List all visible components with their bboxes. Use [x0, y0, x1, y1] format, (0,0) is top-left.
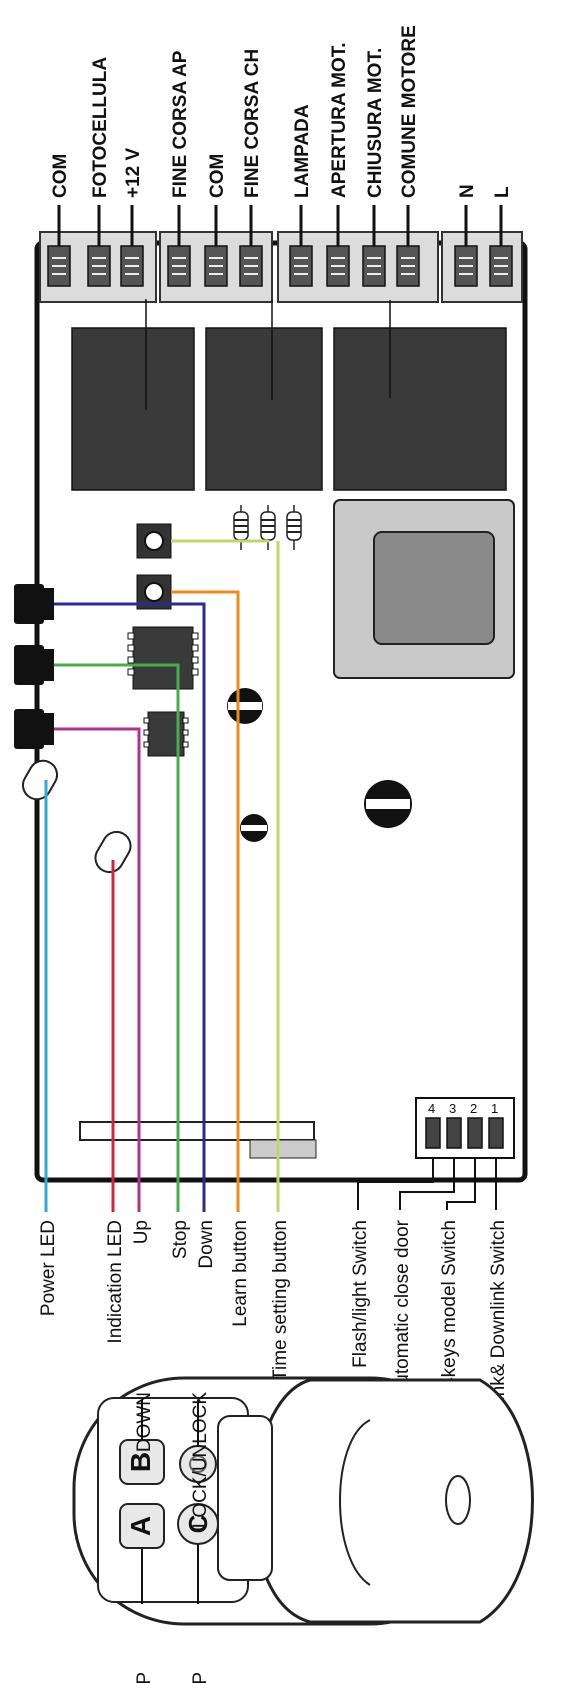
dip-number-3: 3 [449, 1101, 456, 1116]
label-stop: Stop [170, 1220, 191, 1259]
remote-button-b-label: B [125, 1452, 156, 1472]
leader-stop [54, 663, 180, 1212]
terminal-lead-wires [57, 205, 503, 246]
terminal-label-comune-motore: COMUNE MOTORE [399, 25, 420, 198]
dip-number-1: 1 [491, 1101, 498, 1116]
remote-cap [252, 1378, 534, 1624]
remote-leader-lines [141, 1400, 199, 1588]
board-leds [14, 584, 54, 749]
remote-button-lock-ring [189, 1455, 207, 1473]
terminal-label-chiusura-mot: CHIUSURA MOT. [365, 48, 386, 198]
terminal-label-com-2: COM [207, 154, 228, 198]
ic-chip-large [132, 626, 194, 690]
remote-label-stop: STOP [190, 1672, 211, 1683]
terminal-label-fine-corsa-ch: FINE CORSA CH [242, 49, 263, 198]
label-time-setting-button: Time setting button [270, 1220, 291, 1381]
label-automatic-close-door: Automatic close door [392, 1219, 413, 1397]
leader-down [54, 602, 206, 1212]
dip-leader-lines [357, 1158, 497, 1210]
transformer-core [373, 531, 495, 645]
remote-label-lock-unlock: LOCK/UNLOCK [190, 1392, 211, 1529]
terminal-label-n: N [457, 184, 478, 198]
leader-lines [44, 539, 280, 1212]
capacitors [227, 688, 412, 842]
remote-window [217, 1415, 273, 1581]
label-flash-light-switch: Flash/light Switch [350, 1220, 371, 1368]
remote-button-a-label: A [125, 1516, 156, 1536]
terminal-label-com-1: COM [50, 154, 71, 198]
leader-up [54, 727, 141, 1212]
board-strip-gray [249, 1139, 317, 1159]
remote-label-up: UP [134, 1672, 155, 1683]
leader-learn [171, 590, 240, 1212]
label-quarter-keys-switch: 1/4keys model Switch [439, 1220, 460, 1404]
dip-switch-toggles [425, 1117, 504, 1149]
remote-cap-ridge [339, 1419, 371, 1586]
terminal-label-l: L [492, 186, 513, 198]
remote-control: A B C [72, 1376, 534, 1626]
resistor-bands [234, 519, 301, 533]
terminal-label-lampada: LAMPADA [292, 104, 313, 198]
dip-number-4: 4 [428, 1101, 435, 1116]
terminal-slots [52, 257, 508, 275]
terminal-label-apertura-mot: APERTURA MOT. [329, 42, 350, 198]
terminal-label-fine-corsa-ap: FINE CORSA AP [170, 50, 191, 198]
remote-label-down: DOWN [134, 1392, 155, 1452]
relays [71, 327, 507, 491]
relay-leader-lines [145, 299, 391, 410]
remote-button-c-label: C [183, 1514, 213, 1533]
terminal-block-housings [39, 231, 523, 303]
remote-label-ticks [141, 1588, 199, 1604]
label-uplink-downlink-switch: Uplink& Downlink Switch [488, 1220, 509, 1429]
ic-chip-small-pins [143, 717, 189, 748]
remote-keyring-hole [445, 1475, 471, 1525]
terminal-label-fotocellula: FOTOCELLULA [90, 57, 111, 198]
time-setting-button-cap [144, 531, 164, 551]
label-up: Up [131, 1220, 152, 1244]
ic-chip-large-pins [127, 632, 199, 676]
label-learn-button: Learn button [230, 1220, 251, 1327]
leader-time [171, 539, 270, 543]
indicator-leds [22, 759, 132, 874]
learn-button-cap [144, 582, 164, 602]
label-indication-led: Indication LED [105, 1220, 126, 1344]
terminal-label-12v: +12 V [123, 147, 144, 198]
label-power-led: Power LED [38, 1220, 59, 1316]
dip-number-2: 2 [470, 1101, 477, 1116]
label-down: Down [196, 1220, 217, 1269]
